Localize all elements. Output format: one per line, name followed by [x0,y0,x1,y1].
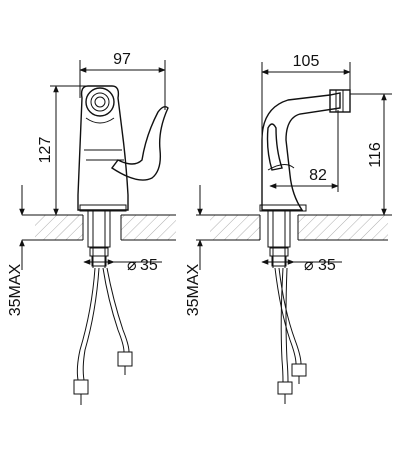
front-lever-handle [110,105,169,181]
front-mount-max-dimension: 35MAX [7,185,40,316]
front-view: 97 127 35MAX ⌀ 35 [7,51,176,405]
side-mounting-shank [267,210,291,268]
side-height-dimension: 116 [300,93,392,216]
front-hole-symbol: ⌀ [127,257,137,274]
side-reach-dimension: 82 [269,110,339,192]
side-lever-handle [266,123,283,171]
front-hole-dimension: ⌀ 35 [83,257,162,274]
side-hole-symbol: ⌀ [304,257,314,274]
side-mount-max-label: 35MAX [185,263,202,316]
side-mount-max-dimension: 35MAX [185,185,214,316]
side-faucet-body [259,89,351,212]
front-width-dimension: 97 [79,51,166,110]
side-reach-label: 82 [309,167,327,184]
front-hole-label: 35 [140,257,158,274]
front-height-label: 127 [37,137,54,164]
side-hole-dimension: ⌀ 35 [261,257,342,274]
front-width-label: 97 [113,51,131,68]
front-supply-hoses [73,267,133,405]
side-height-label: 116 [367,142,384,168]
front-mount-max-label: 35MAX [7,263,24,316]
side-width-dimension: 105 [261,53,351,140]
side-supply-hoses [274,267,307,404]
front-faucet-body [77,85,129,212]
side-countertop [210,214,388,241]
front-height-dimension: 127 [37,85,90,216]
front-mounting-shank [87,210,111,268]
side-view: 105 116 82 35MAX ⌀ 35 [185,53,392,404]
side-hole-label: 35 [318,257,336,274]
side-width-label: 105 [293,53,320,70]
front-countertop [35,214,176,241]
